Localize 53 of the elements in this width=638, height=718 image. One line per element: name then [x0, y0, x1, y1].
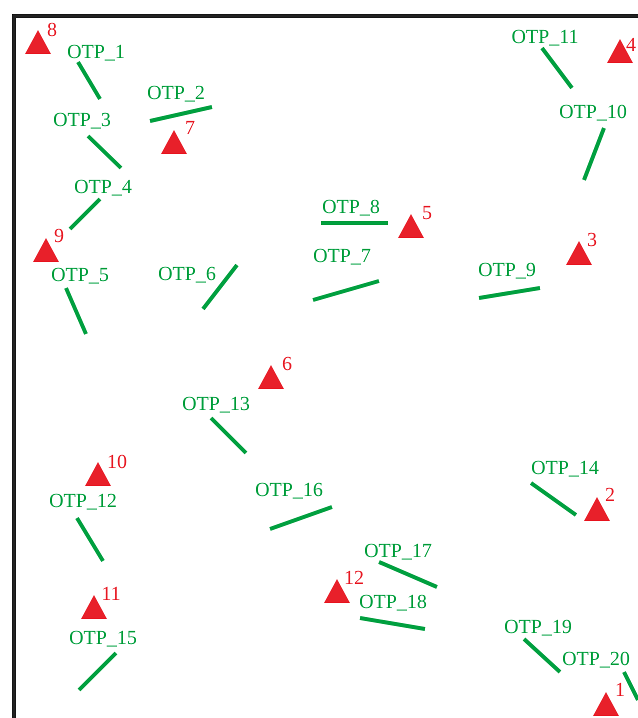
marker-number: 2 [605, 485, 615, 505]
segment-label: OTP_3 [53, 110, 111, 130]
marker-number: 7 [185, 118, 195, 138]
line-segment [321, 221, 388, 225]
segment-label: OTP_2 [147, 83, 205, 103]
segment-label: OTP_1 [67, 42, 125, 62]
marker-number: 9 [54, 226, 64, 246]
segment-label: OTP_15 [69, 628, 137, 648]
triangle-marker [398, 214, 424, 238]
line-segment [78, 652, 118, 692]
line-segment [522, 638, 562, 674]
line-segment [478, 286, 540, 300]
marker-number: 6 [282, 354, 292, 374]
line-segment [210, 416, 248, 454]
segment-label: OTP_11 [511, 27, 579, 47]
line-segment [75, 516, 105, 562]
marker-number: 8 [47, 20, 57, 40]
line-segment [76, 60, 102, 100]
segment-label: OTP_19 [504, 617, 572, 637]
segment-label: OTP_4 [74, 177, 132, 197]
segment-label: OTP_7 [313, 246, 371, 266]
segment-label: OTP_14 [531, 458, 599, 478]
line-segment [68, 198, 102, 230]
line-segment [360, 616, 426, 631]
marker-number: 11 [101, 584, 121, 604]
segment-label: OTP_10 [559, 102, 627, 122]
line-segment [312, 279, 380, 302]
triangle-marker [161, 130, 187, 154]
marker-number: 12 [344, 568, 364, 588]
segment-label: OTP_18 [359, 592, 427, 612]
marker-number: 5 [422, 203, 432, 223]
segment-label: OTP_20 [562, 649, 630, 669]
line-segment [582, 127, 606, 181]
line-segment [86, 134, 122, 170]
marker-number: 4 [626, 35, 636, 55]
segment-label: OTP_13 [182, 394, 250, 414]
segment-label: OTP_5 [51, 265, 109, 285]
line-segment [269, 505, 333, 531]
triangle-marker [258, 365, 284, 389]
line-segment [540, 46, 574, 90]
marker-number: 3 [587, 230, 597, 250]
line-segment [64, 287, 88, 335]
marker-number: 1 [615, 680, 625, 700]
marker-number: 10 [107, 452, 127, 472]
line-segment [530, 481, 578, 517]
line-segment [622, 671, 638, 701]
segment-label: OTP_8 [322, 197, 380, 217]
segment-label: OTP_6 [158, 264, 216, 284]
segment-label: OTP_12 [49, 491, 117, 511]
segment-label: OTP_9 [478, 260, 536, 280]
line-segment [378, 560, 438, 589]
segment-label: OTP_16 [255, 480, 323, 500]
segment-label: OTP_17 [364, 541, 432, 561]
